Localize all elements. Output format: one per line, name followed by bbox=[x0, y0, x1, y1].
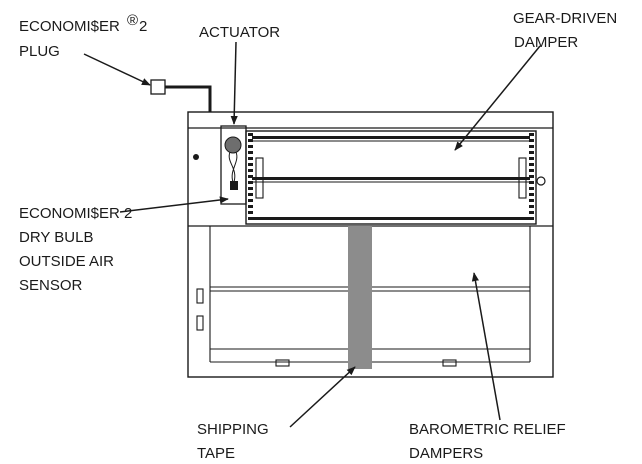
gear-tooth bbox=[529, 157, 534, 160]
gear-tooth bbox=[529, 175, 534, 178]
gear-tooth bbox=[248, 163, 253, 166]
leader-lines bbox=[83, 41, 541, 428]
relief-slot-right bbox=[442, 359, 457, 367]
label-sensor-line3: OUTSIDE AIR bbox=[19, 253, 114, 270]
gear-tooth bbox=[248, 187, 253, 190]
gear-tooth bbox=[529, 211, 534, 214]
gear-bracket-left bbox=[255, 157, 264, 199]
gear-tooth bbox=[529, 181, 534, 184]
gear-tooth bbox=[248, 211, 253, 214]
gear-tooth bbox=[529, 151, 534, 154]
actuator bbox=[220, 125, 247, 205]
gear-tooth bbox=[248, 139, 253, 142]
gear-tooth bbox=[248, 193, 253, 196]
leader-sensor bbox=[119, 196, 229, 213]
gear-tooth bbox=[529, 169, 534, 172]
relief-latch-upper bbox=[196, 288, 204, 304]
gear-tooth bbox=[529, 217, 534, 220]
label-plug-word: PLUG bbox=[19, 43, 60, 60]
gear-tooth bbox=[529, 187, 534, 190]
label-gear-damper-line1: GEAR-DRIVEN bbox=[513, 10, 617, 27]
gear-tooth bbox=[248, 199, 253, 202]
economiser-plug bbox=[150, 79, 212, 112]
damper-gear-rack-right bbox=[529, 133, 534, 220]
gear-tooth bbox=[529, 163, 534, 166]
gear-tooth bbox=[248, 205, 253, 208]
label-sensor-line1: ECONOMI$ER 2 bbox=[19, 205, 132, 222]
leader-actuator bbox=[230, 41, 238, 125]
label-sensor-line4: SENSOR bbox=[19, 277, 83, 294]
leader-gear-damper bbox=[454, 45, 541, 151]
gear-tooth bbox=[248, 133, 253, 136]
gear-tooth bbox=[529, 193, 534, 196]
economizer-housing bbox=[187, 111, 554, 378]
gear-tooth bbox=[529, 133, 534, 136]
mount-hole-ring bbox=[536, 176, 546, 186]
label-relief-dampers-line1: BAROMETRIC RELIEF bbox=[409, 421, 566, 438]
damper-gear-rack-left bbox=[248, 133, 253, 220]
gear-bracket-right bbox=[518, 157, 527, 199]
relief-slot-left bbox=[275, 359, 290, 367]
label-plug-name: ECONOMI$ER bbox=[19, 18, 120, 35]
label-shipping-tape-line1: SHIPPING bbox=[197, 421, 269, 438]
gear-tooth bbox=[248, 157, 253, 160]
gear-tooth bbox=[529, 139, 534, 142]
gear-tooth bbox=[529, 145, 534, 148]
gear-tooth bbox=[529, 205, 534, 208]
gear-tooth bbox=[248, 169, 253, 172]
label-registered-mark: ® bbox=[127, 12, 138, 29]
shipping-tape bbox=[348, 226, 372, 369]
mount-hole-dot bbox=[193, 154, 199, 160]
gear-driven-damper bbox=[245, 130, 537, 225]
leader-relief-dampers bbox=[471, 272, 501, 421]
label-relief-dampers-line2: DAMPERS bbox=[409, 445, 483, 462]
label-plug-number: 2 bbox=[139, 18, 147, 35]
label-shipping-tape-line2: TAPE bbox=[197, 445, 235, 462]
leader-shipping-tape bbox=[289, 366, 356, 428]
label-actuator: ACTUATOR bbox=[199, 24, 280, 41]
relief-latch-lower bbox=[196, 315, 204, 331]
gear-tooth bbox=[529, 199, 534, 202]
label-gear-damper-line2: DAMPER bbox=[514, 34, 578, 51]
label-sensor-line2: DRY BULB bbox=[19, 229, 93, 246]
gear-tooth bbox=[248, 175, 253, 178]
gear-tooth bbox=[248, 151, 253, 154]
leader-plug bbox=[83, 53, 151, 86]
gear-tooth bbox=[248, 217, 253, 220]
gear-tooth bbox=[248, 145, 253, 148]
gear-tooth bbox=[248, 181, 253, 184]
